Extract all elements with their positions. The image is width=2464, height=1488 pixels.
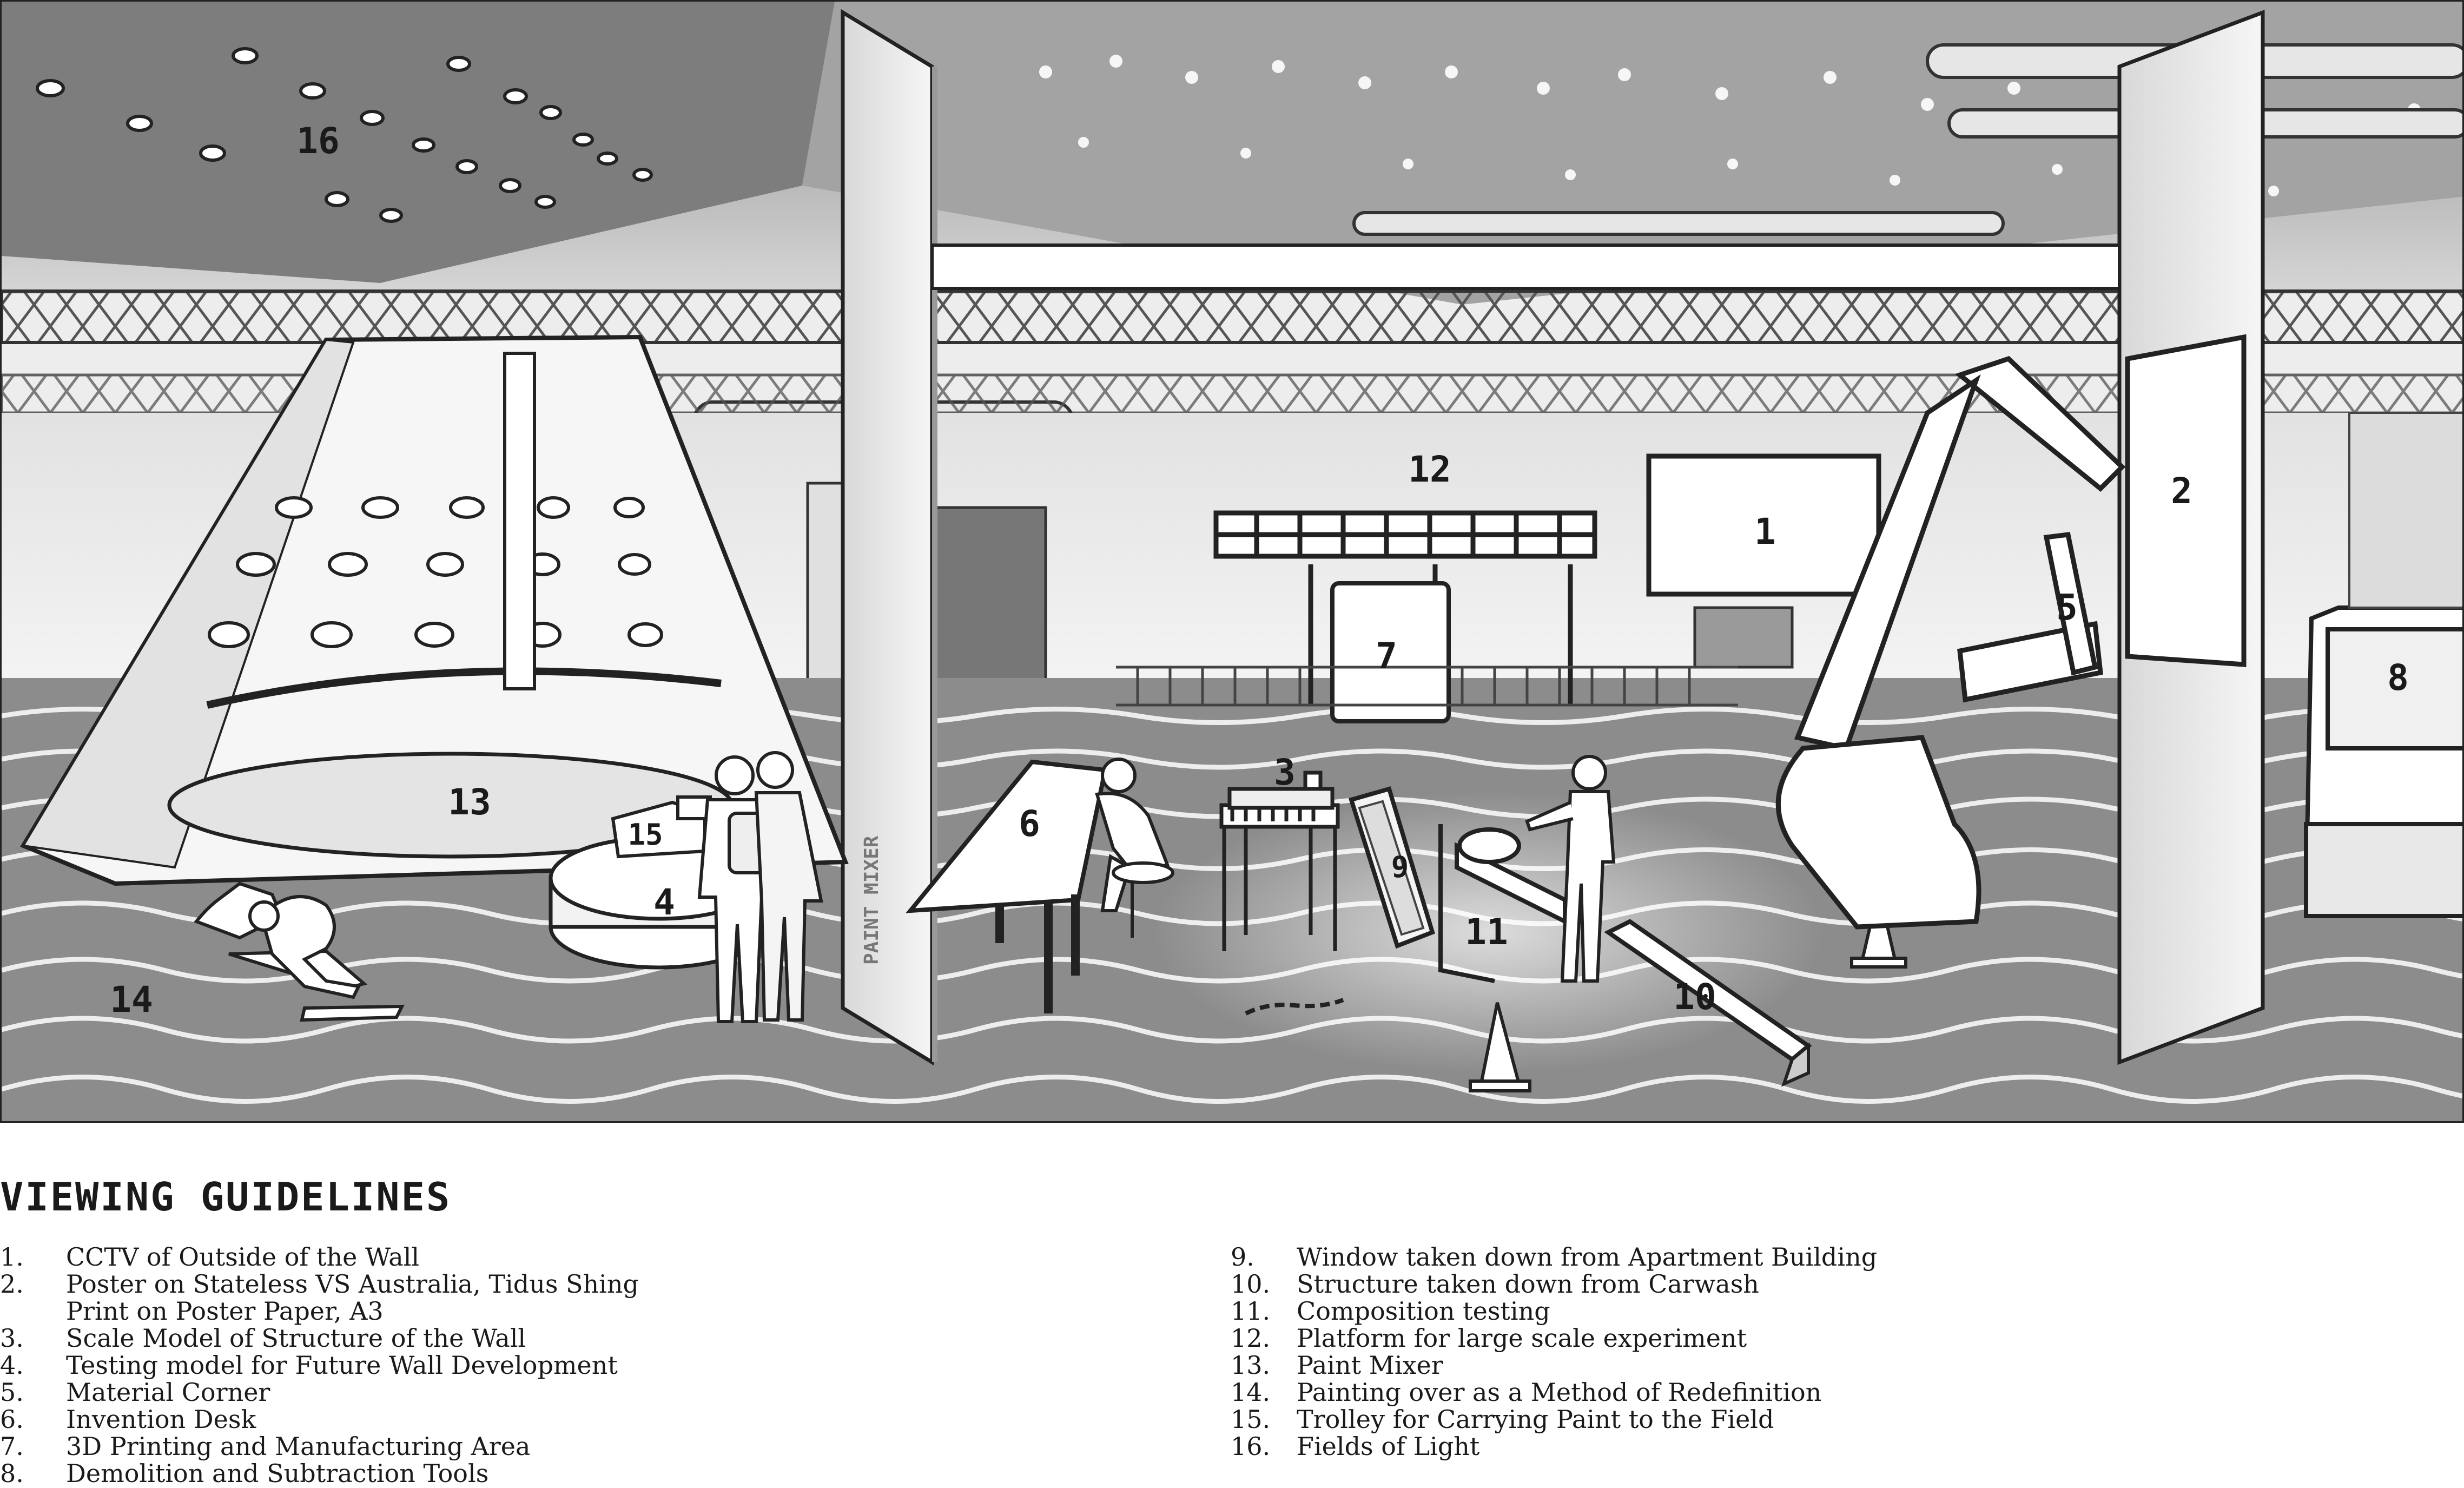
legend-number: 12. [1231, 1324, 1271, 1353]
legend-text: Structure taken down from Carwash [1297, 1269, 1759, 1299]
legend-number: 10. [1231, 1269, 1271, 1299]
legend-item: 8. Demolition and Subtraction Tools [0, 1460, 1190, 1487]
viewing-guidelines-title: VIEWING GUIDELINES [0, 1174, 452, 1220]
composition-testing [1438, 824, 1567, 983]
carwash-beam-side [1781, 1042, 1810, 1087]
legend-list-left: 1. CCTV of Outside of the Wall 2. Poster o… [0, 1243, 1190, 1487]
legend-number: 9. [1231, 1242, 1254, 1272]
invention-desk-legs [995, 894, 1080, 1013]
ceiling-lights [36, 47, 653, 223]
legend-number: 11. [1231, 1296, 1271, 1326]
legend-text: Window taken down from Apartment Buildin… [1297, 1242, 1878, 1272]
paint-trolley [611, 795, 712, 859]
legend-text: Fields of Light [1297, 1432, 1480, 1461]
legend-item: 7. 3D Printing and Manufacturing Area [0, 1433, 1190, 1460]
legend-text: CCTV of Outside of the Wall [66, 1242, 420, 1272]
legend-number: 14. [1231, 1378, 1271, 1407]
legend-text: Invention Desk [66, 1405, 256, 1434]
legend-number: 7. [0, 1432, 24, 1461]
marker-6: 6 [1019, 803, 1040, 845]
marker-4: 4 [653, 881, 675, 923]
legend-item: 4. Testing model for Future Wall Developm… [0, 1352, 1190, 1379]
marker-2: 2 [2171, 470, 2192, 512]
legend-text: Scale Model of Structure of the Wall [66, 1324, 526, 1353]
legend-number: 4. [0, 1351, 24, 1380]
apartment-window-inner [1358, 800, 1425, 936]
legend-text: Poster on Stateless VS Australia, Tidus … [66, 1269, 639, 1326]
legend-item: 11. Composition testing [1231, 1298, 2421, 1325]
legend-text: Painting over as a Method of Redefinitio… [1297, 1378, 1822, 1407]
marker-7: 7 [1376, 635, 1397, 677]
paint-mixer-shaft [503, 352, 536, 690]
marker-1: 1 [1754, 511, 1776, 552]
marker-3: 3 [1274, 752, 1296, 793]
legend-number: 6. [0, 1405, 24, 1434]
cctv-small-screen [1693, 606, 1794, 669]
legend-item: 2. Poster on Stateless VS Australia, Tidu… [0, 1270, 1190, 1325]
legend-item: 12. Platform for large scale experiment [1231, 1325, 2421, 1352]
painting-figure [194, 881, 405, 1022]
legend-number: 5. [0, 1378, 24, 1407]
legend-item: 5. Material Corner [0, 1379, 1190, 1406]
marker-16: 16 [296, 120, 340, 162]
legend-text: Trolley for Carrying Paint to the Field [1297, 1405, 1774, 1434]
right-back-panel [2348, 412, 2462, 609]
paint-mixer-ring [206, 667, 722, 709]
legend-number: 15. [1231, 1405, 1271, 1434]
legend-list-right: 9. Window taken down from Apartment Build… [1231, 1243, 2421, 1460]
legend-item: 9. Window taken down from Apartment Build… [1231, 1243, 2421, 1270]
exhibition-scene: PAINT MIXER [0, 0, 2464, 1123]
marker-5: 5 [2056, 587, 2078, 628]
legend-number: 3. [0, 1324, 24, 1353]
legend-item: 6. Invention Desk [0, 1406, 1190, 1433]
legend-number: 8. [0, 1459, 24, 1488]
legend-item: 3. Scale Model of Structure of the Wall [0, 1325, 1190, 1352]
marker-10: 10 [1673, 976, 1716, 1018]
marker-9: 9 [1391, 850, 1409, 884]
legend-item: 13. Paint Mixer [1231, 1352, 2421, 1379]
visitors-couple [697, 751, 823, 1023]
column-left-face [932, 67, 937, 1062]
paint-mixer-sign: PAINT MIXER [861, 835, 883, 965]
experiment-platform [1213, 510, 1597, 705]
legend-number: 2. [0, 1269, 24, 1299]
marker-15: 15 [627, 818, 663, 852]
marker-13: 13 [448, 781, 491, 823]
column-beam [930, 243, 2121, 290]
printing-area-panel [1330, 581, 1451, 723]
legend-text: Platform for large scale experiment [1297, 1324, 1747, 1353]
material-corner-arm [1775, 355, 2126, 930]
legend-text: Demolition and Subtraction Tools [66, 1459, 489, 1488]
cctv-screen [1646, 453, 1881, 597]
back-railings [1116, 666, 1738, 707]
legend-number: 1. [0, 1242, 24, 1272]
legend-number: 16. [1231, 1432, 1271, 1461]
demolition-tools [2303, 605, 2462, 918]
standing-person [1525, 755, 1616, 983]
marker-12: 12 [1408, 449, 1451, 490]
legend-item: 10. Structure taken down from Carwash [1231, 1270, 2421, 1298]
legend-number: 13. [1231, 1351, 1271, 1380]
scale-model-table [1219, 771, 1340, 951]
roof-truss [2, 289, 2462, 344]
scene-illustration: PAINT MIXER [2, 2, 2462, 1121]
floor-spotlight [1154, 792, 1825, 1073]
legend-text: Material Corner [66, 1378, 270, 1407]
floor-chain [1245, 998, 1344, 1016]
stateless-poster [2125, 334, 2247, 667]
legend-item: 1. CCTV of Outside of the Wall [0, 1243, 1190, 1270]
marker-14: 14 [110, 979, 153, 1020]
seated-person [1095, 758, 1174, 938]
legend-text: Composition testing [1297, 1296, 1550, 1326]
legend-item: 14. Painting over as a Method of Redefini… [1231, 1379, 2421, 1406]
legend-text: Testing model for Future Wall Developmen… [66, 1351, 618, 1380]
paint-mixer-cone-shadow [21, 338, 355, 869]
legend-item: 15. Trolley for Carrying Paint to the Fie… [1231, 1406, 2421, 1433]
legend-item: 16. Fields of Light [1231, 1433, 2421, 1460]
legend-text: Paint Mixer [1297, 1351, 1443, 1380]
marker-8: 8 [2387, 657, 2409, 699]
legend-text: 3D Printing and Manufacturing Area [66, 1432, 531, 1461]
marker-11: 11 [1465, 911, 1508, 953]
